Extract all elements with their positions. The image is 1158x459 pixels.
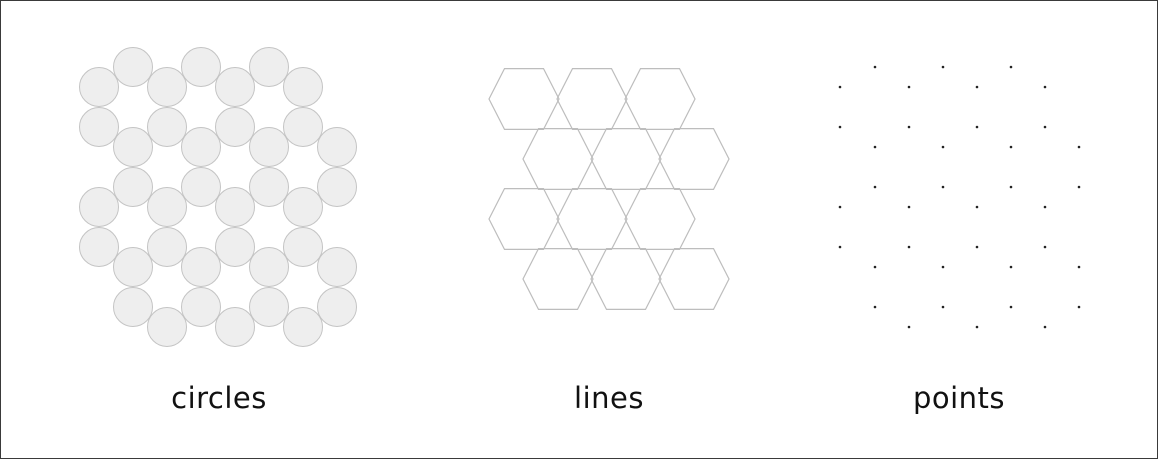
- point-cell: [975, 325, 979, 329]
- points-label: points: [912, 381, 1006, 415]
- point-cell: [1043, 325, 1047, 329]
- point-cell: [975, 125, 979, 129]
- circle-cell: [79, 67, 119, 107]
- circle-cell: [283, 227, 323, 267]
- point-cell: [1043, 85, 1047, 89]
- circle-cell: [283, 307, 323, 347]
- circle-cell: [181, 167, 221, 207]
- circle-cell: [249, 127, 289, 167]
- hexagon-cell: [488, 188, 560, 250]
- hexagon-cell: [522, 128, 594, 190]
- circle-cell: [249, 167, 289, 207]
- lines-panel: [488, 68, 730, 310]
- circle-cell: [317, 287, 357, 327]
- circle-cell: [147, 187, 187, 227]
- point-cell: [1009, 185, 1013, 189]
- point-cell: [838, 85, 842, 89]
- circle-cell: [215, 67, 255, 107]
- point-cell: [941, 65, 945, 69]
- hexagon-cell: [556, 68, 628, 130]
- point-cell: [873, 185, 877, 189]
- point-cell: [907, 125, 911, 129]
- point-cell: [975, 245, 979, 249]
- point-cell: [941, 185, 945, 189]
- point-cell: [873, 265, 877, 269]
- point-cell: [1043, 125, 1047, 129]
- circle-cell: [215, 107, 255, 147]
- circle-cell: [113, 127, 153, 167]
- hexagon-cell: [590, 128, 662, 190]
- circle-cell: [317, 167, 357, 207]
- hexagon-cell: [624, 68, 696, 130]
- point-cell: [1009, 265, 1013, 269]
- circle-cell: [79, 187, 119, 227]
- circle-cell: [181, 247, 221, 287]
- circle-cell: [181, 127, 221, 167]
- point-cell: [873, 145, 877, 149]
- point-cell: [941, 265, 945, 269]
- point-cell: [1077, 145, 1081, 149]
- circle-cell: [113, 247, 153, 287]
- circle-cell: [215, 307, 255, 347]
- point-cell: [1043, 245, 1047, 249]
- hexagon-cell: [590, 248, 662, 310]
- point-cell: [1009, 65, 1013, 69]
- point-cell: [907, 85, 911, 89]
- circle-cell: [113, 167, 153, 207]
- point-cell: [838, 205, 842, 209]
- point-cell: [873, 305, 877, 309]
- lines-label: lines: [574, 381, 644, 415]
- point-cell: [975, 85, 979, 89]
- point-cell: [907, 205, 911, 209]
- circle-cell: [79, 227, 119, 267]
- hexagon-cell: [522, 248, 594, 310]
- point-cell: [941, 145, 945, 149]
- circle-cell: [215, 227, 255, 267]
- circle-cell: [249, 287, 289, 327]
- circle-cell: [147, 227, 187, 267]
- point-cell: [1009, 305, 1013, 309]
- circle-cell: [249, 47, 289, 87]
- point-cell: [907, 245, 911, 249]
- circles-panel: [79, 47, 357, 347]
- point-cell: [1077, 185, 1081, 189]
- circle-cell: [181, 287, 221, 327]
- point-cell: [838, 125, 842, 129]
- points-panel: [838, 65, 1081, 329]
- circle-cell: [79, 107, 119, 147]
- point-cell: [907, 325, 911, 329]
- circle-cell: [113, 287, 153, 327]
- circle-cell: [215, 187, 255, 227]
- circle-cell: [249, 247, 289, 287]
- circle-cell: [181, 47, 221, 87]
- circle-cell: [317, 127, 357, 167]
- point-cell: [1077, 305, 1081, 309]
- point-cell: [975, 205, 979, 209]
- circle-cell: [147, 307, 187, 347]
- circle-cell: [283, 107, 323, 147]
- hexagon-cell: [658, 248, 730, 310]
- circle-cell: [317, 247, 357, 287]
- circle-cell: [283, 187, 323, 227]
- hexagon-cell: [488, 68, 560, 130]
- point-cell: [838, 245, 842, 249]
- circle-cell: [113, 47, 153, 87]
- hexagon-cell: [556, 188, 628, 250]
- point-cell: [1009, 145, 1013, 149]
- point-cell: [873, 65, 877, 69]
- circle-cell: [283, 67, 323, 107]
- circle-cell: [147, 107, 187, 147]
- hexagon-cell: [658, 128, 730, 190]
- point-cell: [941, 305, 945, 309]
- point-cell: [1043, 205, 1047, 209]
- hexagon-cell: [624, 188, 696, 250]
- circles-label: circles: [171, 381, 267, 415]
- circle-cell: [147, 67, 187, 107]
- point-cell: [1077, 265, 1081, 269]
